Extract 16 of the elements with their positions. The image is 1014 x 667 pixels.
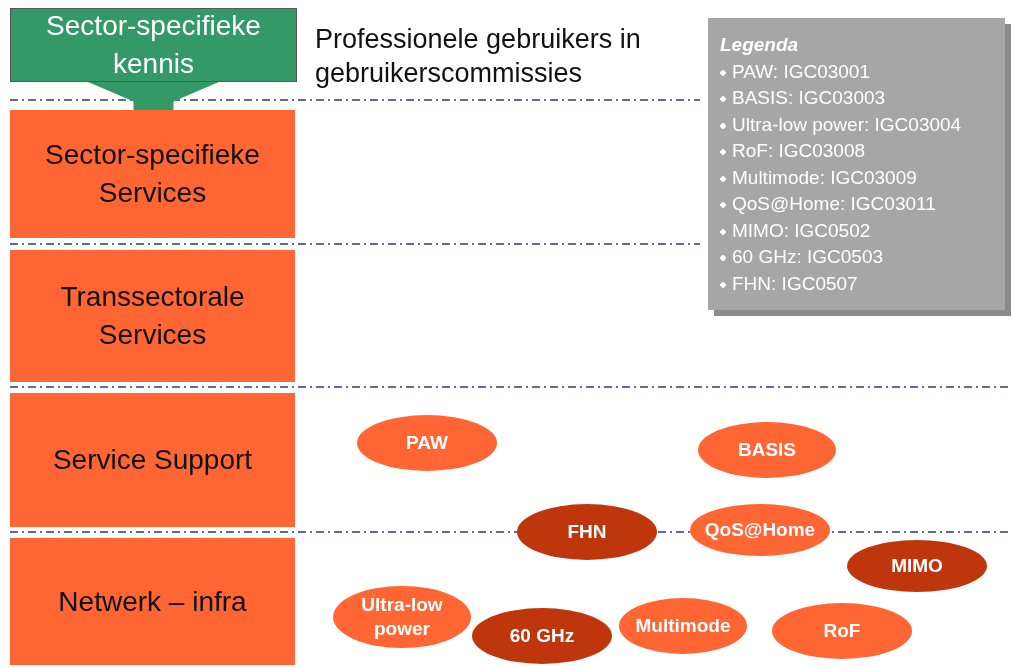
project-ellipse: QoS@Home <box>690 504 830 556</box>
project-ellipse: FHN <box>517 504 657 560</box>
project-ellipse: RoF <box>772 603 912 659</box>
project-ellipse: Ultra-low power <box>333 586 471 648</box>
project-ellipse: MIMO <box>847 540 987 592</box>
project-ellipse: PAW <box>357 415 497 471</box>
project-ellipse: 60 GHz <box>472 608 612 664</box>
legend-title: Legenda <box>720 33 799 57</box>
layer-band: Transsectorale Services <box>10 250 295 382</box>
project-ellipse: Multimode <box>619 598 747 654</box>
heading-text: Professionele gebruikers in gebruikerscommissies <box>315 23 642 90</box>
layer-band: Service Support <box>10 393 295 527</box>
project-ellipse: BASIS <box>698 422 836 478</box>
layer-band: Sector-specifieke Services <box>10 110 295 238</box>
layer-band: Netwerk – infra <box>10 538 295 665</box>
knowledge-box: Sector-specifieke kennis <box>10 8 297 82</box>
